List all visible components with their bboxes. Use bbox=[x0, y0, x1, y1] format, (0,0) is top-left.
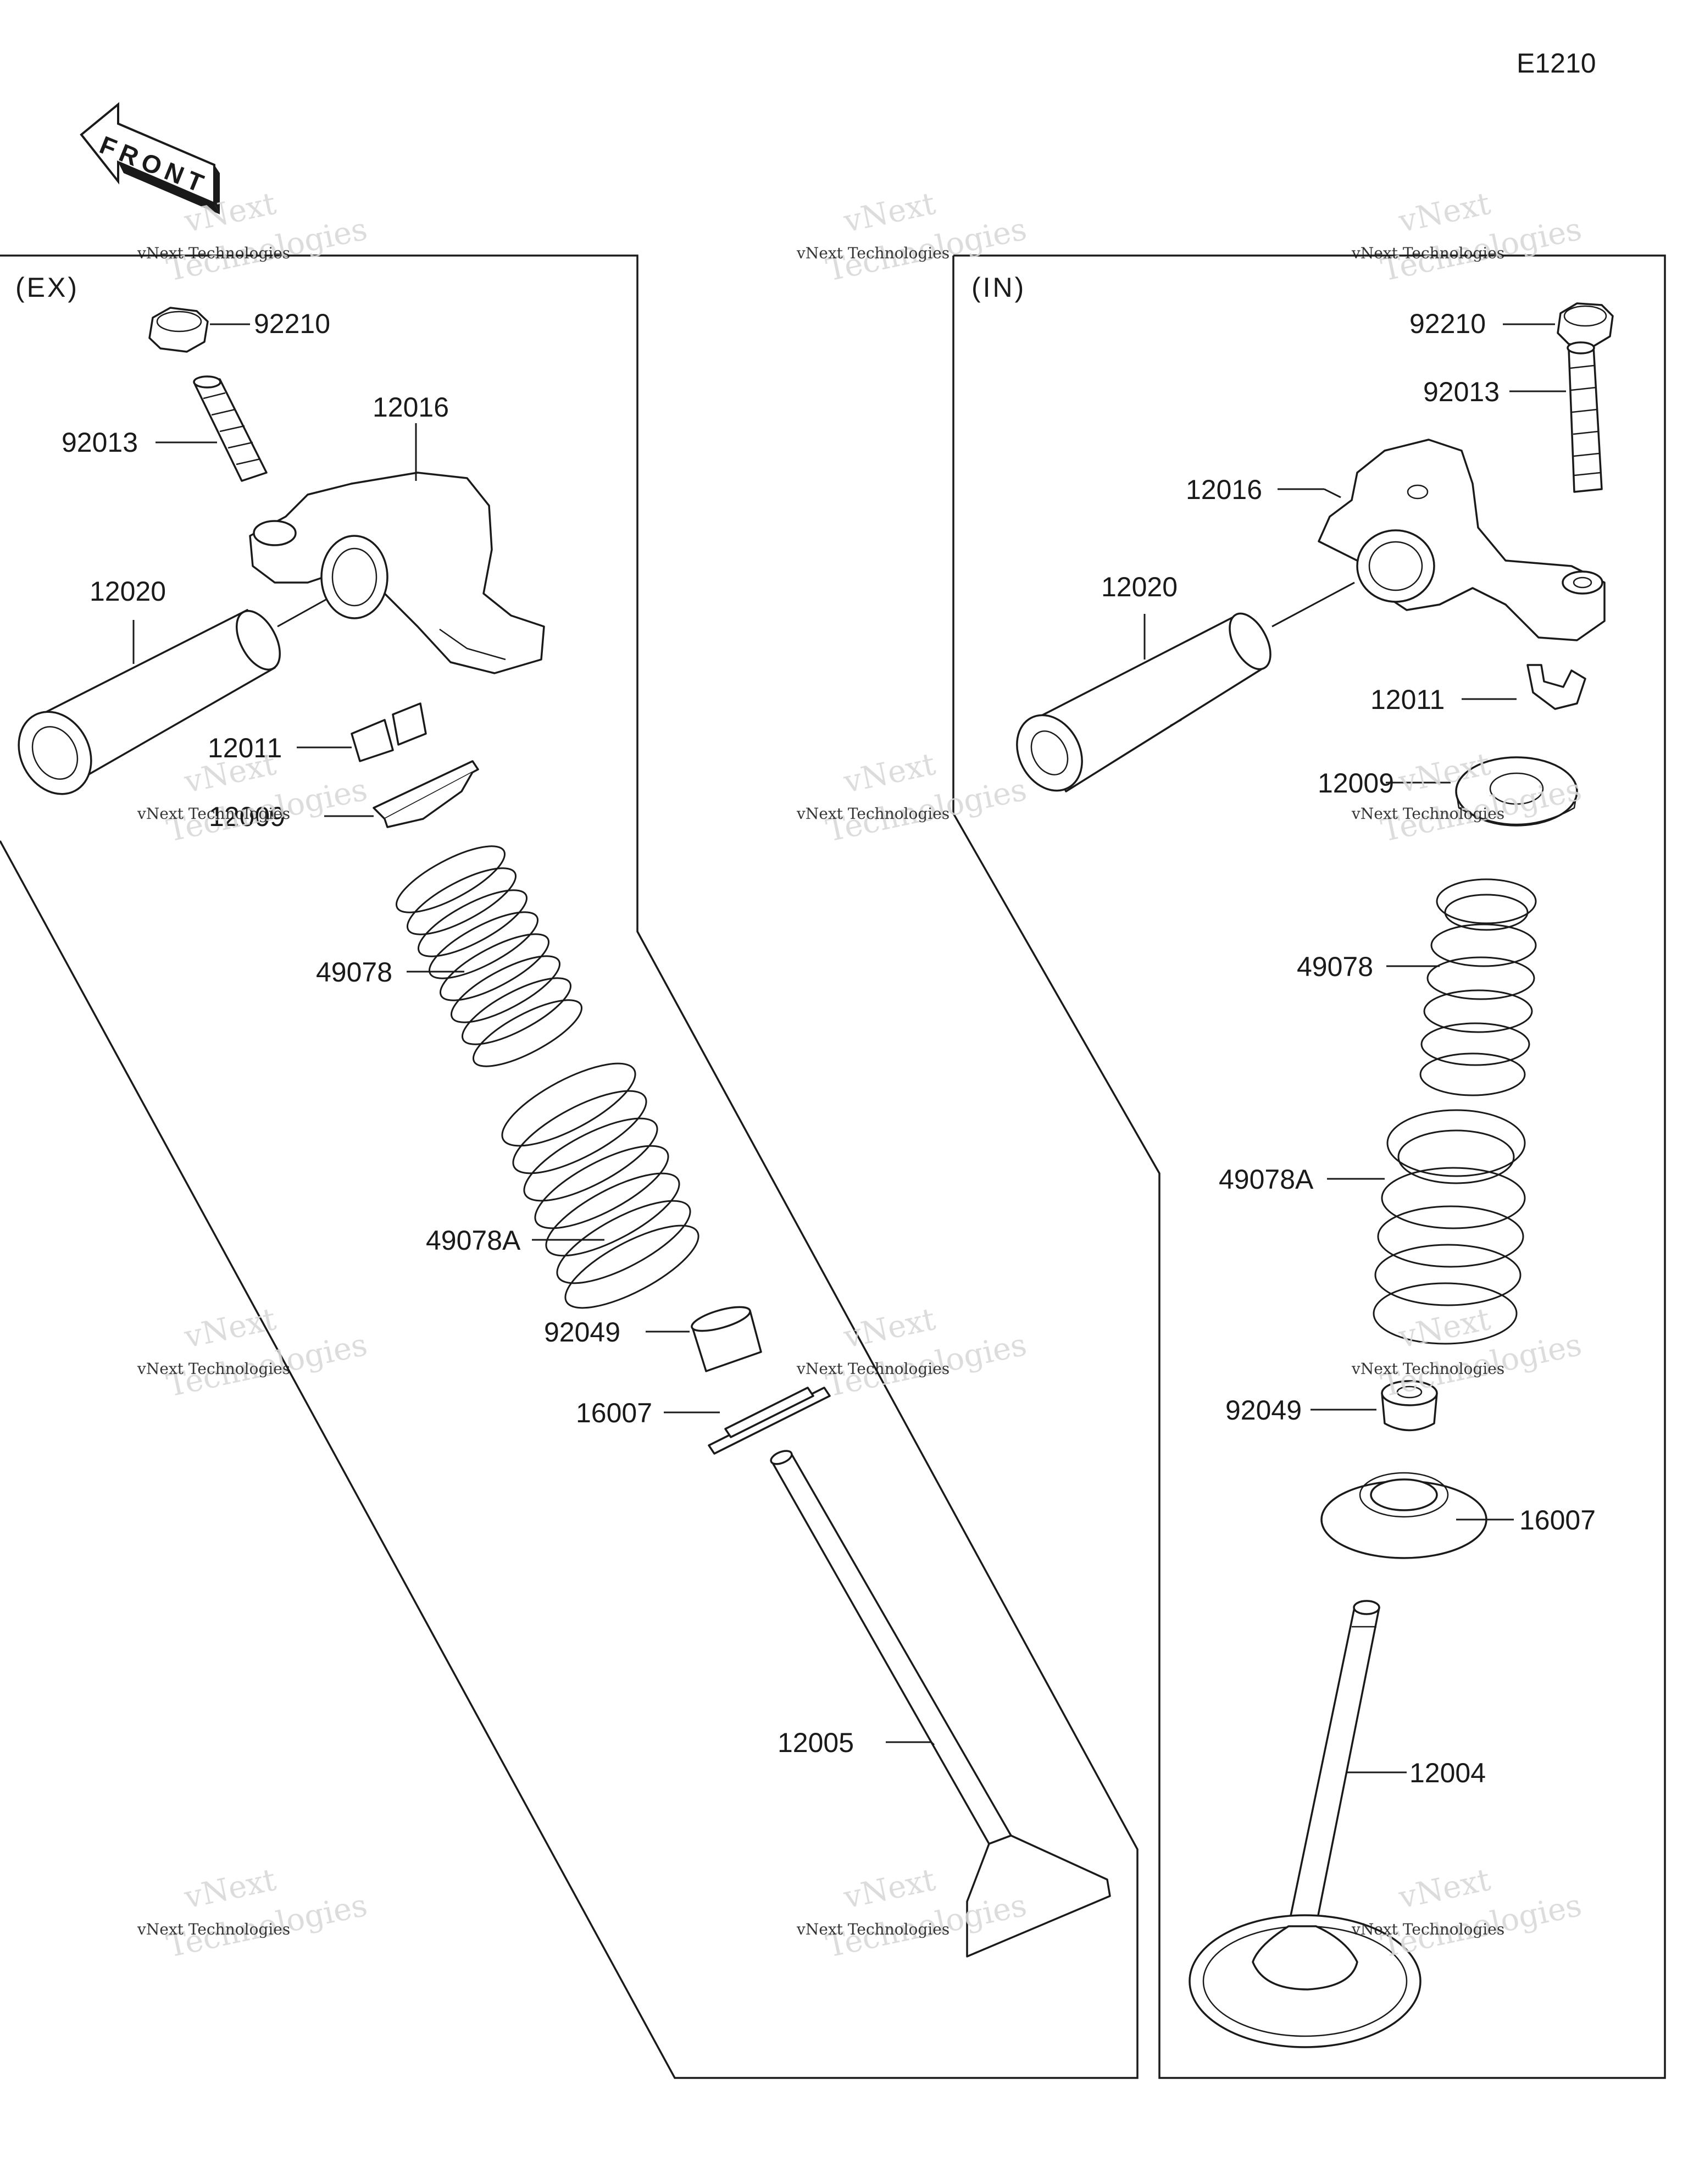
ex-cotter-12011: 12011 bbox=[208, 702, 427, 763]
ex-label-92210: 92210 bbox=[254, 308, 330, 339]
in-label-92013: 92013 bbox=[1423, 376, 1500, 407]
svg-text:vNext Technologies: vNext Technologies bbox=[796, 244, 949, 262]
in-spring-seat-16007: 16007 bbox=[1320, 1472, 1596, 1559]
in-label-49078A: 49078A bbox=[1219, 1164, 1314, 1195]
in-cotter-12011: 12011 bbox=[1370, 664, 1586, 715]
watermark: vNext Technologies vNext Technologies bbox=[137, 1862, 370, 1965]
watermark: vNext Technologies vNext Technologies bbox=[796, 746, 1030, 849]
ex-label-12016: 12016 bbox=[373, 392, 449, 423]
svg-text:vNext Technologies: vNext Technologies bbox=[137, 1920, 290, 1938]
svg-text:vNext Technologies: vNext Technologies bbox=[1351, 1920, 1504, 1938]
watermark: vNext Technologies vNext Technologies bbox=[137, 1301, 370, 1404]
ex-label-49078: 49078 bbox=[316, 957, 392, 988]
watermarks: vNext Technologies vNext Technologies vN… bbox=[137, 186, 1585, 1965]
ex-section-label: (EX) bbox=[15, 272, 79, 303]
svg-text:vNext Technologies: vNext Technologies bbox=[137, 805, 290, 823]
ex-label-49078A: 49078A bbox=[426, 1225, 521, 1256]
svg-text:vNext Technologies: vNext Technologies bbox=[796, 805, 949, 823]
ex-stem-seal-92049: 92049 bbox=[544, 1306, 762, 1372]
in-shaft-12020: 12020 bbox=[1016, 572, 1355, 792]
in-panel-outline bbox=[952, 254, 1666, 2079]
ex-label-12009: 12009 bbox=[209, 801, 285, 832]
in-label-12011: 12011 bbox=[1370, 684, 1445, 715]
ex-valve-12005: 12005 bbox=[770, 1450, 1111, 1958]
in-screw-92013: 92013 bbox=[1423, 341, 1603, 493]
in-outer-spring-49078A: 49078A bbox=[1219, 1109, 1526, 1345]
in-label-12016: 12016 bbox=[1186, 474, 1262, 505]
in-retainer-12009: 12009 bbox=[1318, 756, 1578, 827]
in-label-16007: 16007 bbox=[1519, 1505, 1596, 1536]
ex-inner-spring-49078: 49078 bbox=[316, 845, 583, 1067]
in-label-92210: 92210 bbox=[1409, 308, 1486, 339]
in-inner-spring-49078: 49078 bbox=[1297, 878, 1537, 1096]
in-label-12009: 12009 bbox=[1318, 768, 1394, 799]
ex-outer-spring-49078A: 49078A bbox=[426, 1062, 699, 1309]
ex-retainer-12009: 12009 bbox=[209, 760, 479, 832]
svg-text:vNext Technologies: vNext Technologies bbox=[137, 1360, 290, 1378]
ex-nut-92210: 92210 bbox=[148, 307, 330, 353]
in-rocker-arm-12016: 12016 bbox=[1186, 439, 1606, 641]
ex-shaft-12020: 12020 bbox=[18, 576, 327, 795]
in-nut-92210: 92210 bbox=[1409, 302, 1614, 347]
in-label-92049: 92049 bbox=[1225, 1395, 1302, 1426]
svg-text:vNext Technologies: vNext Technologies bbox=[1351, 1360, 1504, 1378]
ex-rocker-arm-12016: 12016 bbox=[249, 392, 545, 674]
ex-label-92049: 92049 bbox=[544, 1317, 620, 1348]
ex-label-16007: 16007 bbox=[576, 1398, 652, 1428]
ex-label-12020: 12020 bbox=[90, 576, 166, 607]
svg-text:vNext Technologies: vNext Technologies bbox=[1351, 244, 1504, 262]
in-label-12020: 12020 bbox=[1101, 572, 1178, 602]
in-label-12004: 12004 bbox=[1409, 1758, 1486, 1788]
svg-text:vNext Technologies: vNext Technologies bbox=[796, 1920, 949, 1938]
ex-panel-outline bbox=[0, 254, 1139, 2079]
ex-spring-seat-16007: 16007 bbox=[576, 1387, 831, 1455]
in-stem-seal-92049: 92049 bbox=[1225, 1380, 1438, 1432]
in-label-49078: 49078 bbox=[1297, 951, 1373, 982]
svg-text:vNext Technologies: vNext Technologies bbox=[1351, 805, 1504, 823]
ex-label-12005: 12005 bbox=[778, 1727, 854, 1758]
svg-text:vNext Technologies: vNext Technologies bbox=[137, 244, 290, 262]
front-arrow-icon: FRONT bbox=[80, 102, 220, 214]
ex-label-12011: 12011 bbox=[208, 733, 282, 763]
watermark: vNext Technologies vNext Technologies bbox=[1351, 186, 1585, 289]
in-section-label: (IN) bbox=[971, 272, 1026, 303]
in-valve-12004: 12004 bbox=[1189, 1600, 1486, 2048]
svg-text:vNext Technologies: vNext Technologies bbox=[796, 1360, 949, 1378]
ex-screw-92013: 92013 bbox=[62, 375, 268, 482]
diagram-code: E1210 bbox=[1517, 48, 1596, 79]
ex-label-92013: 92013 bbox=[62, 427, 138, 458]
